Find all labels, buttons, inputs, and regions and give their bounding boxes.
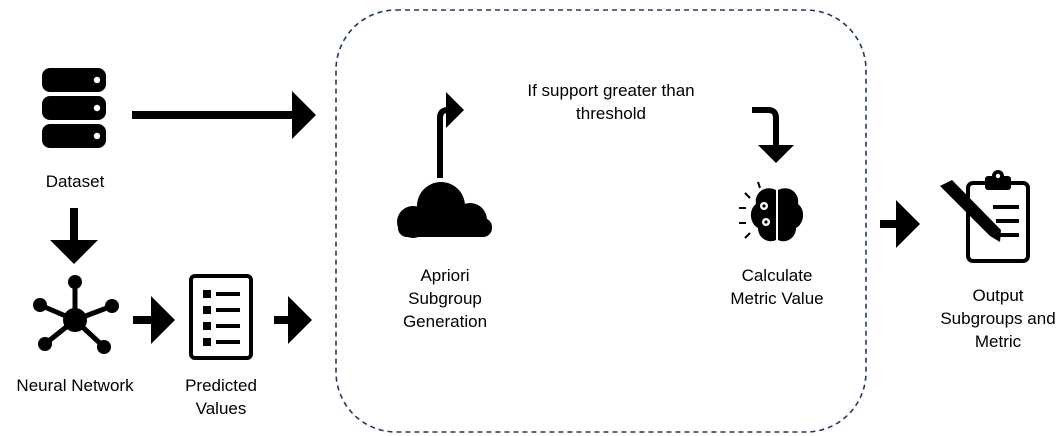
predicted-values-line1: Predicted — [185, 376, 257, 395]
output-line3: Metric — [974, 332, 1022, 351]
apriori-line3: Generation — [402, 312, 488, 331]
output-line1: Output — [972, 286, 1024, 305]
output-line2: Subgroups and — [940, 309, 1056, 328]
condition-line1: If support greater than — [527, 81, 695, 100]
apriori-line1: Apriori — [420, 266, 470, 285]
list-document-icon — [189, 274, 253, 360]
dataset-label: Dataset — [45, 172, 105, 191]
arrow-down-to-brain — [752, 107, 794, 163]
neural-network-icon — [33, 275, 119, 354]
neural-network-label: Neural Network — [16, 376, 134, 395]
cloud-icon — [397, 182, 492, 238]
calculate-line2: Metric Value — [730, 289, 824, 308]
calculate-line1: Calculate — [741, 266, 813, 285]
predicted-values-line2: Values — [195, 399, 247, 418]
apriori-line2: Subgroup — [408, 289, 482, 308]
arrow-cloud-up — [437, 92, 464, 178]
brain-gears-icon — [739, 181, 804, 242]
database-icon — [42, 68, 106, 148]
clipboard-pen-icon — [940, 170, 1030, 263]
condition-line2: threshold — [576, 104, 646, 123]
